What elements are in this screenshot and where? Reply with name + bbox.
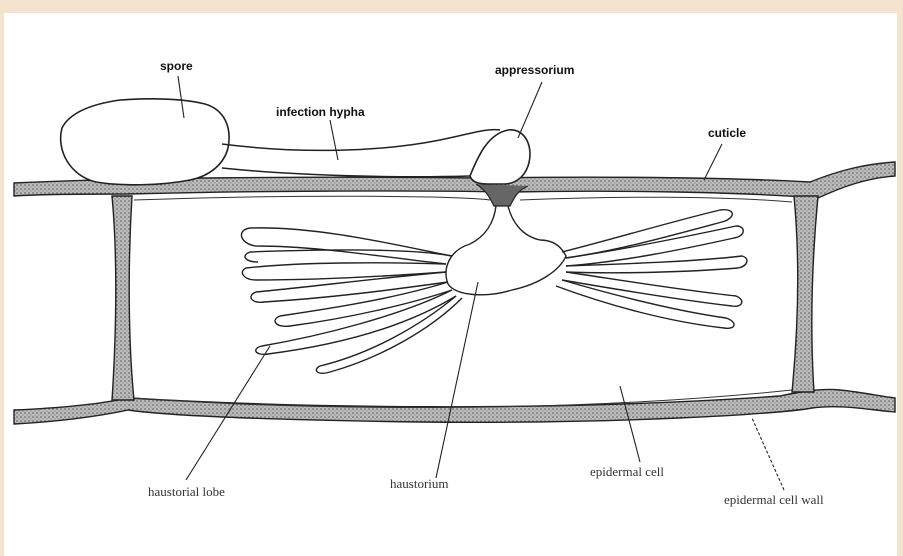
right-wall [792, 196, 818, 392]
left-wall [112, 196, 134, 400]
label-epidermal-cell-wall: epidermal cell wall [724, 492, 824, 507]
leader-appressorium [518, 82, 542, 138]
leader-lines [178, 76, 784, 490]
penetration-peg [476, 184, 528, 206]
label-epidermal-cell: epidermal cell [590, 464, 664, 479]
leader-haustorium [436, 282, 478, 478]
bottom-wall-band [14, 389, 895, 424]
label-spore: spore [160, 59, 193, 73]
label-cuticle: cuticle [708, 126, 746, 140]
leader-infection-hypha [330, 120, 338, 160]
appressorium [470, 130, 530, 184]
label-haustorium: haustorium [390, 476, 449, 491]
infection-hypha [222, 130, 500, 177]
leader-cuticle [704, 144, 722, 180]
haustorium-body [241, 206, 746, 373]
epidermal-cell-outline [134, 196, 792, 407]
leader-epidermal-cell-wall [752, 418, 784, 490]
label-infection-hypha: infection hypha [276, 105, 365, 119]
label-appressorium: appressorium [495, 63, 574, 77]
leader-epidermal-cell [620, 386, 640, 462]
haustorium [446, 240, 566, 295]
label-haustorial-lobe: haustorial lobe [148, 484, 225, 499]
spore [61, 99, 229, 185]
cell-walls [14, 162, 895, 424]
